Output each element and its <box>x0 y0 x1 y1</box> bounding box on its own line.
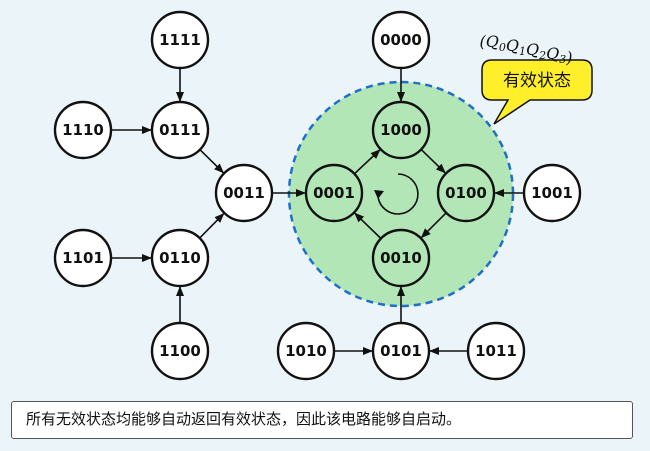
transition-arrows <box>111 68 524 355</box>
state-circle <box>53 100 113 160</box>
state-label: 0010 <box>380 249 422 267</box>
state-circle <box>371 321 431 381</box>
state-circle <box>371 10 431 70</box>
valid-states-callout: 有效状态 <box>481 59 593 125</box>
state-circle <box>436 163 496 223</box>
state-node-1010: 1010 <box>276 321 336 381</box>
state-label: 1011 <box>475 342 517 360</box>
valid-states-callout-text: 有效状态 <box>503 71 571 91</box>
valid-states-region <box>287 80 515 308</box>
state-label: 1100 <box>159 342 201 360</box>
state-label: 1101 <box>62 249 104 267</box>
state-circle <box>150 321 210 381</box>
state-label: 0100 <box>445 184 487 202</box>
state-circle <box>150 10 210 70</box>
state-circle <box>53 228 113 288</box>
transition-0001-to-1000 <box>353 149 381 175</box>
state-node-1110: 1110 <box>53 100 113 160</box>
transition-1000-to-0100 <box>420 148 446 174</box>
state-circle <box>371 228 431 288</box>
state-node-0110: 0110 <box>150 228 210 288</box>
state-node-1101: 1101 <box>53 228 113 288</box>
state-circle <box>214 163 274 223</box>
state-circle <box>522 163 582 223</box>
state-node-0111: 0111 <box>150 100 210 160</box>
state-label: 1111 <box>159 31 201 49</box>
transition-0111-to-0011 <box>199 149 225 174</box>
state-node-1100: 1100 <box>150 321 210 381</box>
state-circle <box>466 321 526 381</box>
state-label: 0001 <box>313 184 355 202</box>
state-node-1001: 1001 <box>522 163 582 223</box>
state-node-0100: 0100 <box>436 163 496 223</box>
state-label: 0000 <box>380 31 422 49</box>
state-node-0001: 0001 <box>304 163 364 223</box>
cycle-rotation-icon <box>374 173 419 215</box>
transition-0010-to-0001 <box>354 212 382 240</box>
state-node-0011: 0011 <box>214 163 274 223</box>
state-label: 0101 <box>380 342 422 360</box>
state-circle <box>276 321 336 381</box>
state-label: 1010 <box>285 342 327 360</box>
state-label: 0110 <box>159 249 201 267</box>
state-node-0010: 0010 <box>371 228 431 288</box>
state-node-0101: 0101 <box>371 321 431 381</box>
state-label: 0111 <box>159 121 201 139</box>
state-nodes: 1111 1110 0111 1101 0110 1100 0011 0000 1000 0001… <box>53 10 582 381</box>
state-label: 1110 <box>62 121 104 139</box>
transition-0110-to-0011 <box>199 212 225 239</box>
self-start-note: 所有无效状态均能够自动返回有效状态，因此该电路能够自启动。 <box>11 401 633 439</box>
transition-0100-to-0010 <box>420 212 447 239</box>
state-circle <box>304 163 364 223</box>
state-label: 0011 <box>223 184 265 202</box>
state-label: 1001 <box>531 184 573 202</box>
state-circle <box>150 228 210 288</box>
state-circle <box>150 100 210 160</box>
state-node-1111: 1111 <box>150 10 210 70</box>
state-node-1011: 1011 <box>466 321 526 381</box>
state-node-1000: 1000 <box>371 100 431 160</box>
state-label: 1000 <box>380 121 422 139</box>
state-node-0000: 0000 <box>371 10 431 70</box>
state-circle <box>371 100 431 160</box>
state-order-label: (Q0Q1Q2Q3) <box>480 32 573 67</box>
